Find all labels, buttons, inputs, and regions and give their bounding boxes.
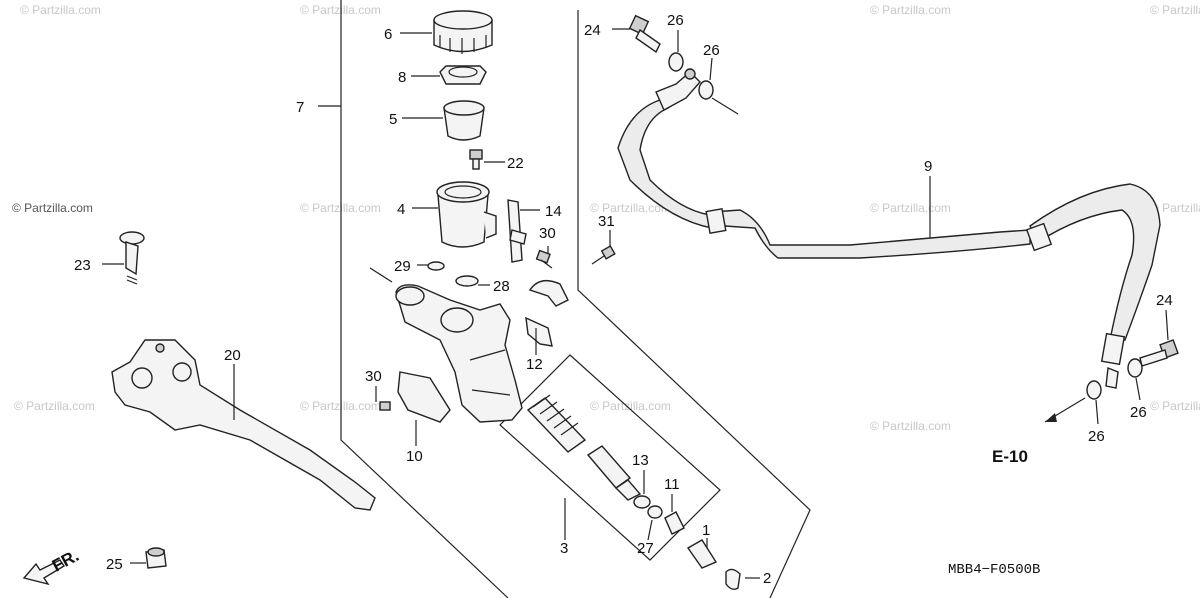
assembly-outline-7	[340, 0, 811, 598]
screw-30-upper	[535, 249, 553, 269]
washer-26-lower-b	[1086, 380, 1102, 400]
reservoir-cap-6	[433, 10, 493, 54]
banjo-bolt-24-upper	[628, 14, 661, 54]
nut-2	[725, 568, 741, 591]
holder-12	[525, 279, 569, 347]
callout-26-upper-b: 26	[703, 42, 720, 59]
callout-26-upper-a: 26	[667, 12, 684, 29]
watermark: © Partzilla.com	[870, 201, 951, 215]
washer-13	[633, 495, 651, 509]
watermark: © Partzilla.com	[1150, 399, 1200, 413]
watermark: © Partzilla.com	[1150, 201, 1200, 215]
callout-1: 1	[702, 522, 710, 539]
callout-30-lower: 30	[365, 368, 382, 385]
clutch-lever-20	[111, 339, 376, 511]
washer-27	[647, 505, 663, 519]
watermark: © Partzilla.com	[590, 399, 671, 413]
callout-24-lower: 24	[1156, 292, 1173, 309]
o-ring-29	[427, 261, 445, 271]
arrow-line	[711, 97, 739, 115]
washer-26-upper-a	[668, 52, 684, 72]
arrow-line	[369, 267, 393, 283]
callout-30-upper: 30	[539, 225, 556, 242]
switch-10	[379, 371, 451, 423]
callout-27: 27	[637, 540, 654, 557]
watermark: © Partzilla.com	[870, 419, 951, 433]
callout-26-lower-b: 26	[1088, 428, 1105, 445]
bracket-14	[507, 199, 527, 263]
arrow-head	[1045, 413, 1057, 422]
o-ring-28	[455, 275, 479, 287]
diaphragm-5	[443, 100, 485, 141]
banjo-bolt-24-lower	[1139, 339, 1179, 367]
callout-24-upper: 24	[584, 22, 601, 39]
nut-25	[145, 547, 167, 569]
screw-31	[591, 245, 616, 265]
callout-4: 4	[397, 201, 405, 218]
callout-22: 22	[507, 155, 524, 172]
watermarks: © Partzilla.com © Partzilla.com © Partzi…	[14, 3, 1200, 433]
callout-23: 23	[74, 257, 91, 274]
diagram-code: MBB4−F0500B	[948, 562, 1040, 578]
callout-11: 11	[664, 476, 680, 493]
callout-5: 5	[389, 111, 397, 128]
front-direction-arrow: FR.	[22, 546, 82, 586]
reservoir-4	[436, 181, 497, 248]
pivot-bolt-23	[119, 231, 145, 285]
callout-28: 28	[493, 278, 510, 295]
watermark-dark: © Partzilla.com	[12, 201, 93, 215]
watermark: © Partzilla.com	[20, 3, 101, 17]
callout-8: 8	[398, 69, 406, 86]
washer-26-upper-b	[698, 80, 714, 100]
callout-9: 9	[924, 158, 932, 175]
clutch-hose-9	[617, 68, 1161, 389]
callout-29: 29	[394, 258, 411, 275]
callouts: 6 8 5 7 22 4 14 31 30 29 28 12 30 10 13 …	[74, 12, 1173, 587]
callout-20: 20	[224, 347, 241, 364]
boot-11	[664, 511, 685, 535]
callout-7: 7	[296, 99, 304, 116]
callout-31: 31	[598, 213, 615, 230]
watermark: © Partzilla.com	[590, 201, 671, 215]
washer-26-lower-a	[1127, 358, 1143, 378]
watermark: © Partzilla.com	[870, 3, 951, 17]
bolt-1	[686, 539, 718, 569]
watermark: © Partzilla.com	[1150, 3, 1200, 17]
reference-label: E-10	[992, 447, 1028, 466]
watermark: © Partzilla.com	[14, 399, 95, 413]
piston-set-3	[526, 394, 642, 501]
callout-10: 10	[406, 448, 423, 465]
diaphragm-plate-8	[439, 65, 487, 85]
callout-2: 2	[763, 570, 771, 587]
callout-26-lower-a: 26	[1130, 404, 1147, 421]
callout-25: 25	[106, 556, 123, 573]
callout-13: 13	[632, 452, 649, 469]
callout-12: 12	[526, 356, 543, 373]
callout-6: 6	[384, 26, 392, 43]
callout-14: 14	[545, 203, 562, 220]
screw-22	[469, 149, 483, 170]
leader-lines	[102, 28, 1169, 579]
master-cylinder-body	[395, 284, 523, 423]
callout-3: 3	[560, 540, 568, 557]
